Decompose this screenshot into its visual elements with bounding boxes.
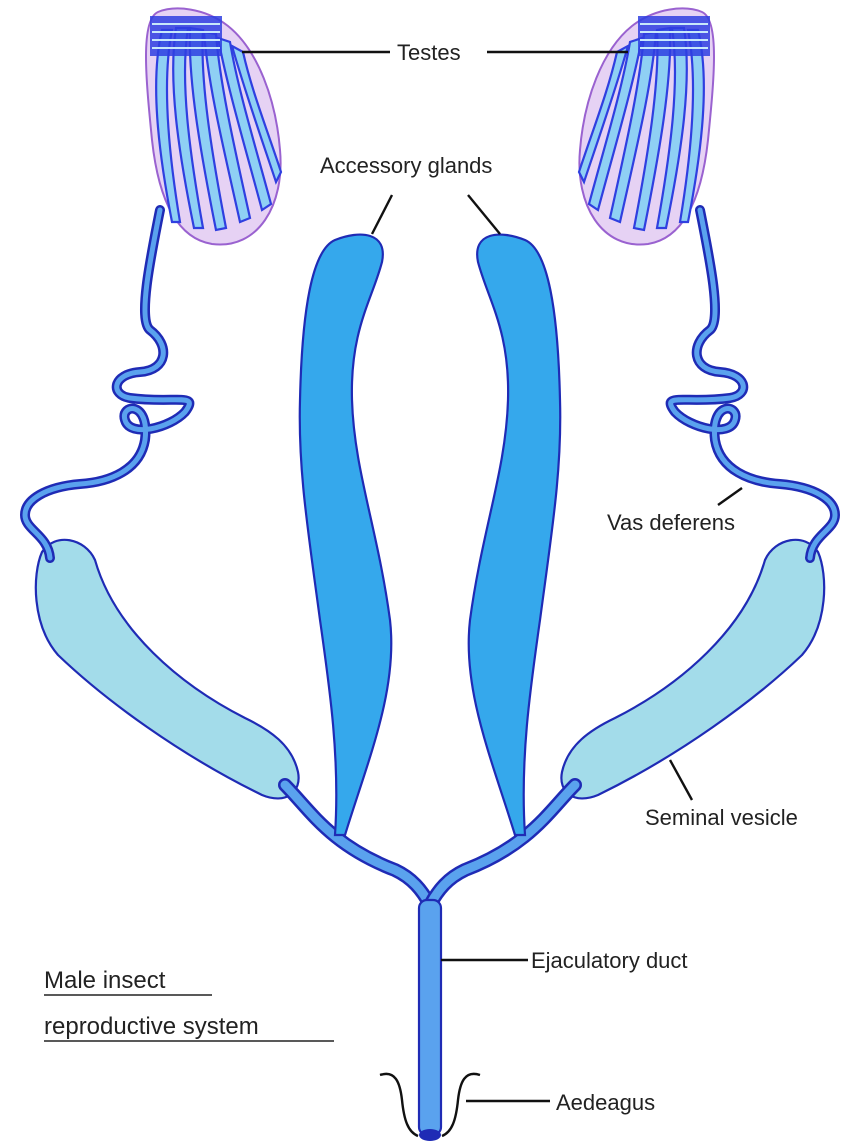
title-line-1: Male insect <box>44 967 166 994</box>
seminal-vesicle-label: Seminal vesicle <box>645 805 798 830</box>
title-line-2: reproductive system <box>44 1013 259 1040</box>
right-seminal-vesicle <box>561 540 824 799</box>
accessory-glands-leader-right <box>468 195 500 234</box>
left-testis <box>146 9 281 245</box>
aedeagus-tip <box>419 1129 441 1141</box>
ejaculatory-duct-tube <box>419 900 441 1135</box>
accessory-glands-leader-left <box>372 195 392 234</box>
diagram-title: Male insect reproductive system <box>44 967 334 1041</box>
aedeagus-label: Aedeagus <box>556 1090 655 1115</box>
seminal-vesicle-leader <box>670 760 692 800</box>
right-accessory-gland <box>469 235 561 835</box>
vas-deferens-label: Vas deferens <box>607 510 735 535</box>
right-vas-deferens <box>671 210 835 558</box>
left-seminal-vesicle <box>36 540 299 799</box>
accessory-glands-label: Accessory glands <box>320 153 492 178</box>
testes-label: Testes <box>397 40 461 65</box>
right-testis <box>579 9 714 245</box>
left-vas-deferens <box>25 210 189 558</box>
ejaculatory-duct-label: Ejaculatory duct <box>531 948 688 973</box>
vas-deferens-leader <box>718 488 742 505</box>
left-accessory-gland <box>300 235 392 835</box>
